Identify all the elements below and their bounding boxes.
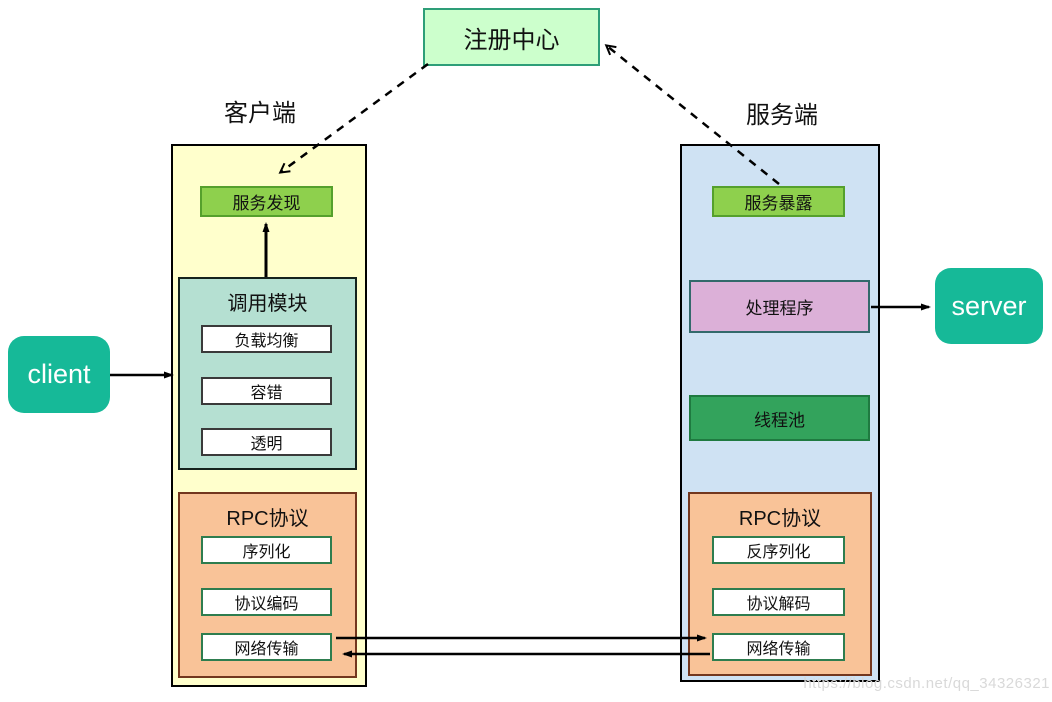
watermark-text: https://blog.csdn.net/qq_34326321 [803,675,1050,692]
client-side-title: 客户端 [224,99,296,127]
handler-box: 处理程序 [689,280,870,333]
deserialization-box: 反序列化 [712,536,845,564]
server-endpoint-box: server [935,268,1043,344]
registry-center-box: 注册中心 [423,8,600,66]
rpc-protocol-title-client: RPC协议 [226,508,309,530]
service-expose-box: 服务暴露 [712,186,845,217]
client-endpoint-box: client [8,336,110,413]
transparency-box: 透明 [201,428,332,456]
rpc-protocol-title-server: RPC协议 [738,508,822,530]
load-balance-box: 负载均衡 [201,325,332,353]
thread-pool-box: 线程池 [689,395,870,441]
fault-tolerance-box: 容错 [201,377,332,405]
invoke-module-title: 调用模块 [227,293,308,315]
service-discovery-box: 服务发现 [200,186,333,217]
serialization-box: 序列化 [201,536,332,564]
network-transport-box-client: 网络传输 [201,633,332,661]
protocol-decode-box: 协议解码 [712,588,845,616]
server-side-title: 服务端 [746,101,818,129]
network-transport-box-server: 网络传输 [712,633,845,661]
protocol-encode-box: 协议编码 [201,588,332,616]
registry-center-label: 注册中心 [463,26,560,54]
